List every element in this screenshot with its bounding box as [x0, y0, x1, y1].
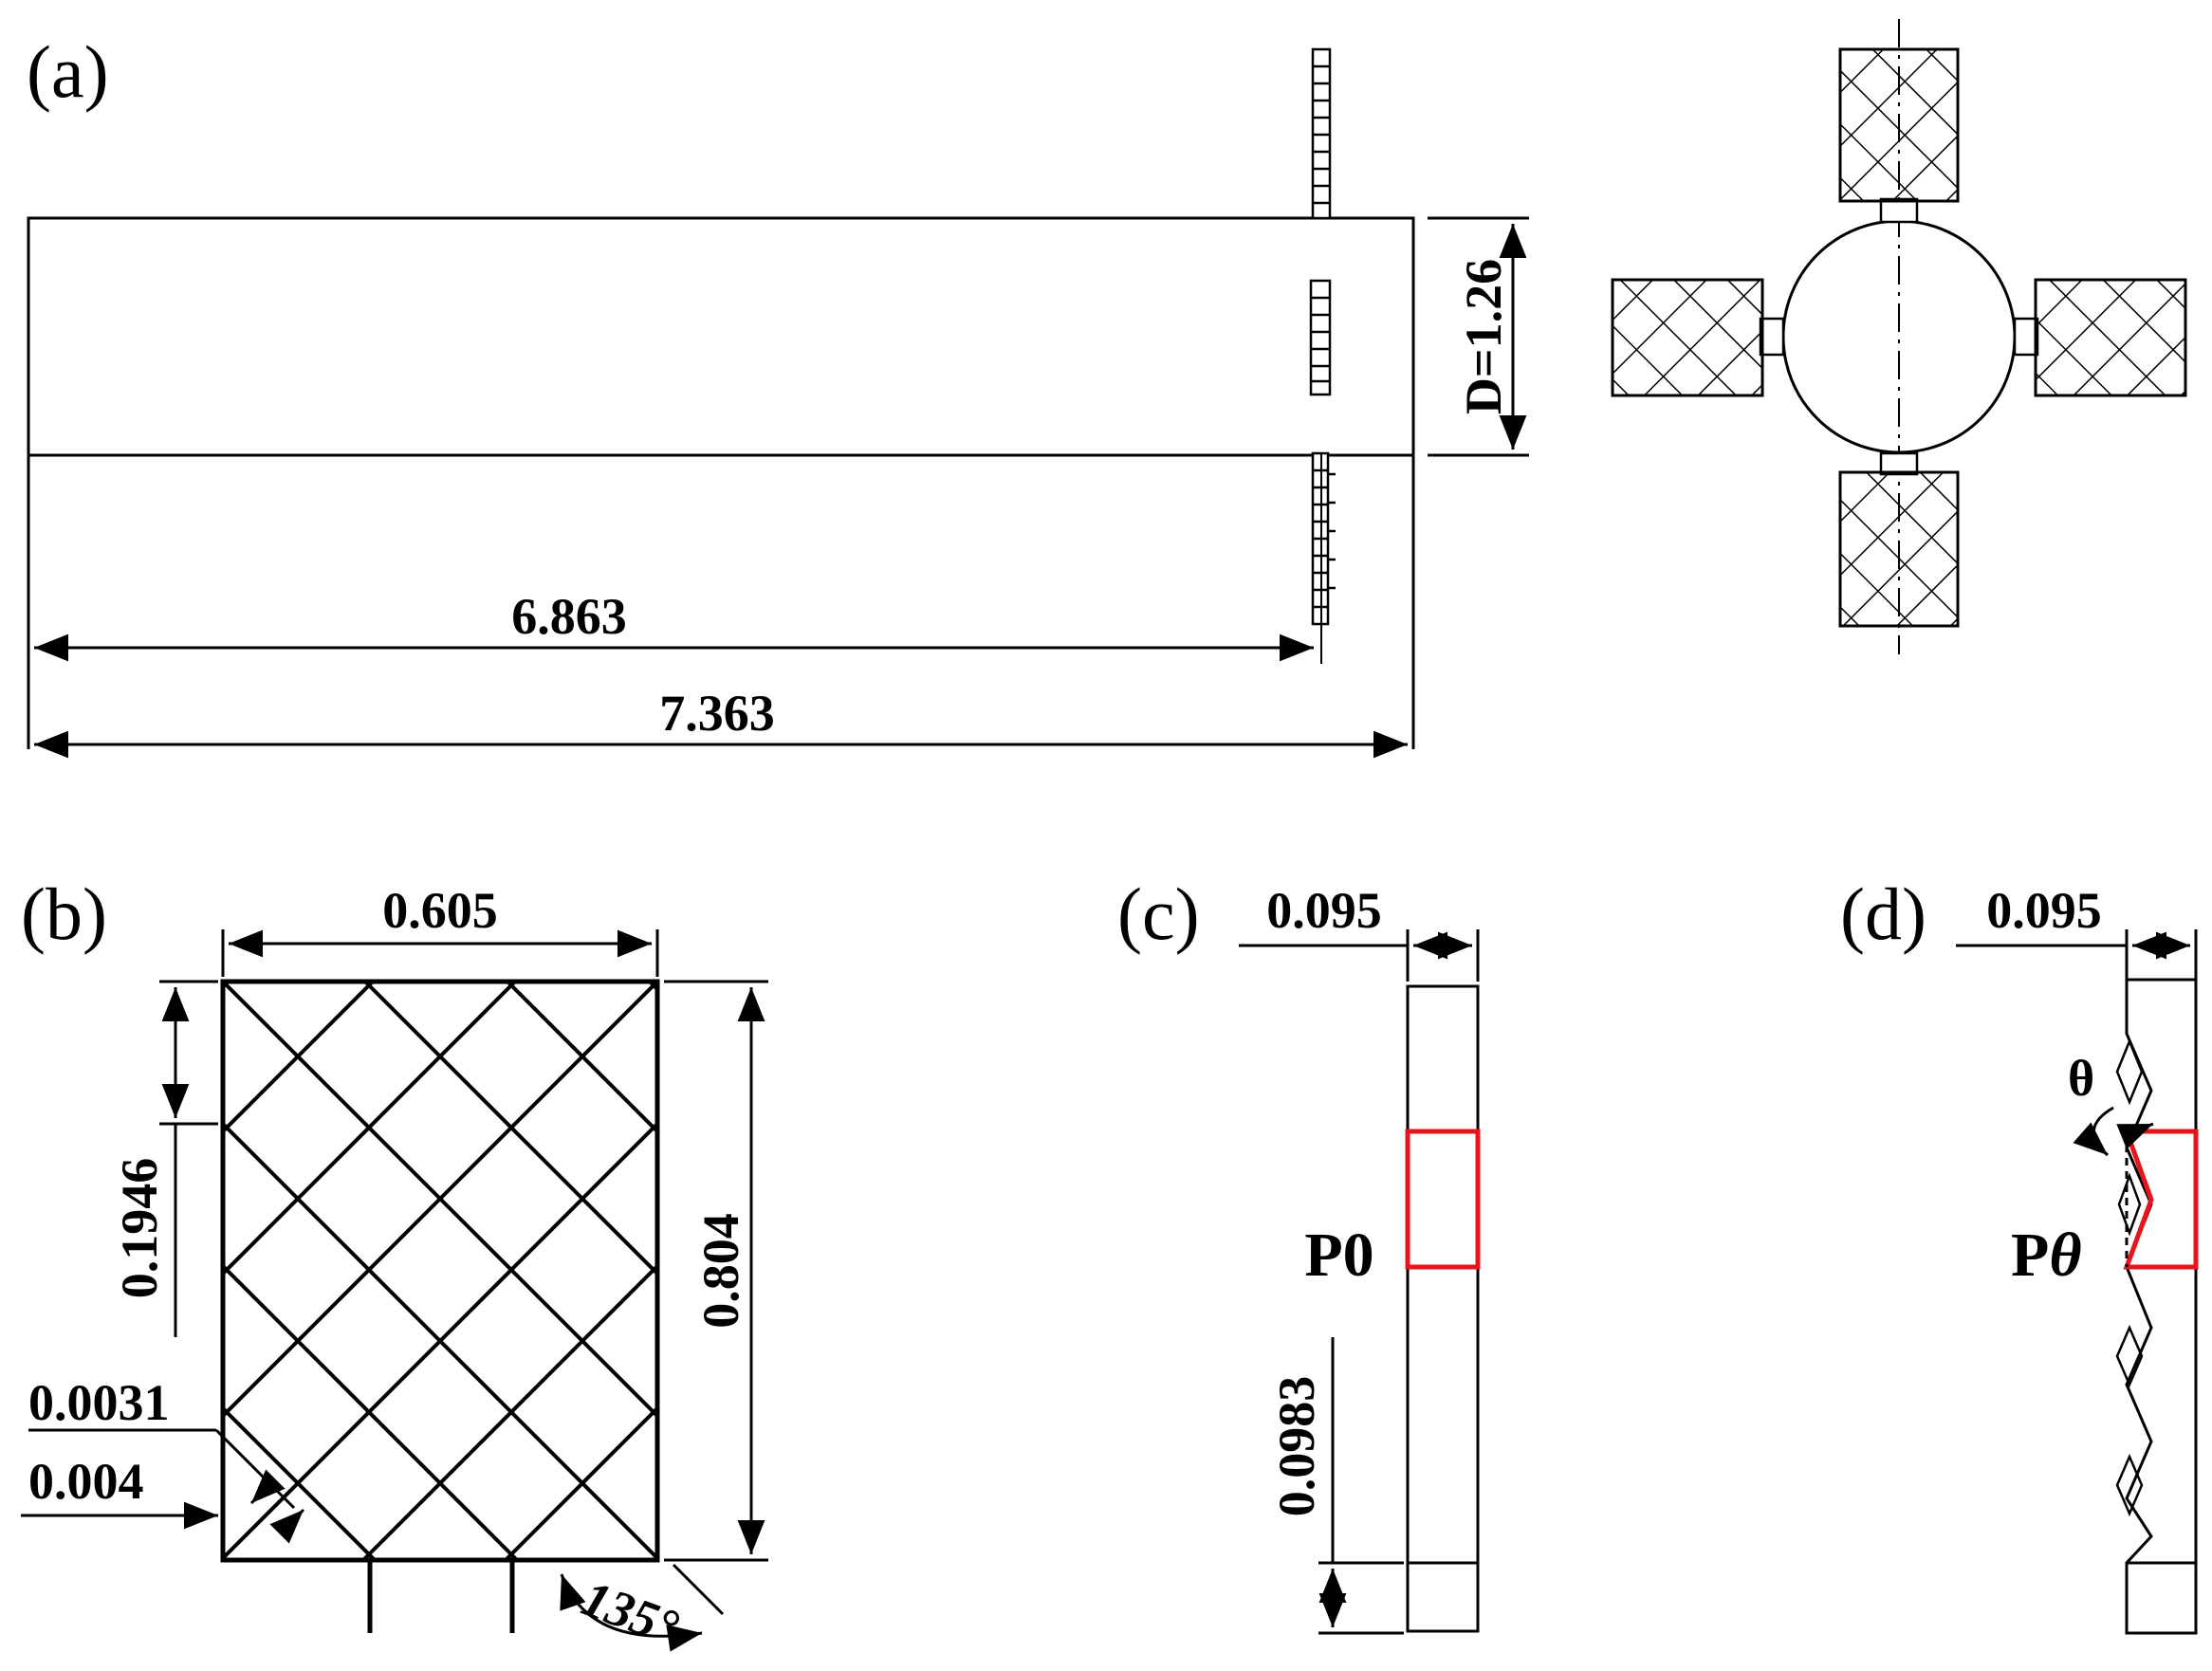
plate-ptheta: [2125, 978, 2198, 1635]
panel-c: (c) 0.095 0.0983 P0: [1117, 872, 1481, 1635]
plate-p0: [1406, 984, 1480, 1633]
ptheta-highlight: [2123, 1129, 2199, 1270]
panel-b: (b) 0.605: [21, 872, 768, 1657]
p0-highlight: [1405, 1129, 1481, 1270]
p0-thickness-dimension: [1239, 929, 1480, 982]
height-label: 0.804: [692, 1213, 749, 1329]
fin-left: [1611, 278, 1764, 397]
mesh-diagonals: [223, 982, 657, 1560]
panel-b-label: (b): [21, 872, 107, 955]
fin-bottom: [1838, 470, 1960, 628]
ptheta-thickness-dimension: [1956, 929, 2198, 982]
ptheta-name-prefix: P: [2011, 1221, 2049, 1290]
fin-right: [2034, 278, 2187, 397]
spacing-dimension: [159, 980, 218, 1337]
corrugation-markers: [2115, 1037, 2144, 1517]
p0-end-dimension: [1318, 1337, 1404, 1635]
fin-side-view: [1309, 47, 1336, 664]
panel-d-label: (d): [1840, 872, 1926, 955]
mesh-frame: [220, 979, 660, 1563]
spacing-label: 0.1946: [111, 1158, 168, 1299]
diameter-dimension: [1428, 216, 1529, 457]
mesh-legs: [367, 1560, 515, 1633]
gap-label: 0.004: [28, 1453, 144, 1510]
fin-top: [1838, 47, 1960, 203]
p0-end-label: 0.0983: [1268, 1376, 1325, 1517]
length-dimensions: [34, 634, 1408, 759]
total-length-label: 7.363: [659, 685, 775, 742]
angle-label: 135°: [575, 1570, 686, 1657]
inner-length-label: 6.863: [511, 588, 627, 645]
panel-c-label: (c): [1117, 872, 1200, 955]
panel-a: (a): [27, 19, 2187, 759]
theta-label: θ: [2068, 1050, 2094, 1107]
panel-d: (d) θ 0.095 Pθ: [1840, 872, 2199, 1635]
tube-side-view: [27, 216, 1415, 749]
ptheta-name-symbol: θ: [2049, 1221, 2081, 1290]
theta-annotation: [2073, 1106, 2154, 1267]
tube-end-view: [1611, 19, 2187, 654]
width-label: 0.605: [382, 882, 498, 939]
ptheta-name: Pθ: [2011, 1221, 2082, 1290]
wire-label: 0.0031: [28, 1374, 170, 1431]
height-dimension: [664, 980, 768, 1562]
panel-a-label: (a): [27, 30, 109, 113]
p0-thickness-label: 0.095: [1266, 882, 1382, 939]
wire-gap-dimensions: [21, 1428, 305, 1544]
width-dimension: [221, 929, 659, 977]
diameter-label: D=1.26: [1455, 259, 1512, 414]
ptheta-thickness-label: 0.095: [1986, 882, 2102, 939]
angle-dimension: [560, 1563, 725, 1652]
p0-name: P0: [1304, 1221, 1373, 1290]
